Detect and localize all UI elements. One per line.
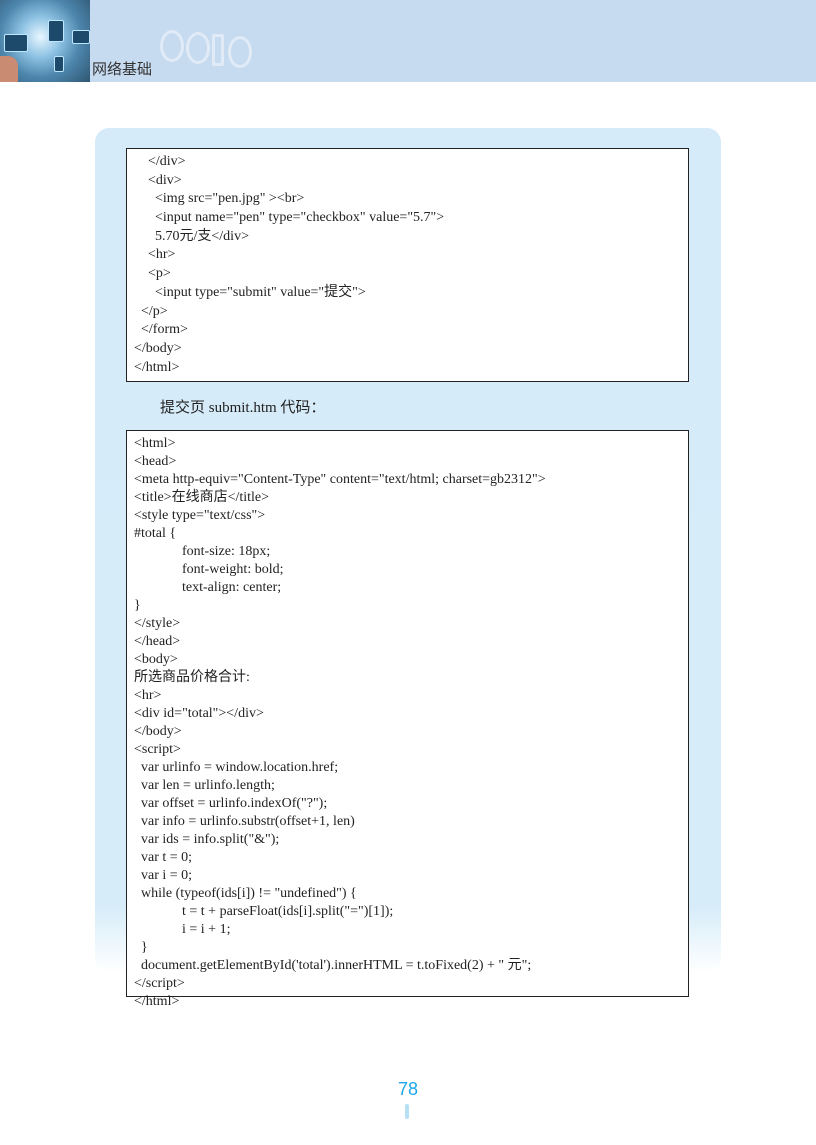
code-line: } (134, 940, 148, 955)
code-line: <head> (134, 454, 177, 469)
code-line: 所选商品价格合计: (134, 670, 250, 685)
code-line: var len = urlinfo.length; (134, 778, 275, 793)
code-line: font-size: 18px; (134, 544, 271, 559)
book-title: 网络基础 (92, 60, 153, 78)
code-line: </body> (134, 340, 182, 356)
code-line: </html> (134, 359, 180, 375)
code-line: <p> (134, 266, 171, 282)
code-line: </head> (134, 634, 181, 649)
code-line: <style type="text/css"> (134, 508, 266, 523)
code-line: i = i + 1; (134, 922, 231, 937)
code-line: var offset = urlinfo.indexOf("?"); (134, 796, 328, 811)
code-line: <div> (134, 172, 182, 188)
code-line: </style> (134, 616, 181, 631)
code-line: </html> (134, 994, 180, 1009)
page-number: 78 (397, 1079, 419, 1099)
code-line: var i = 0; (134, 868, 193, 883)
code-line: 5.70元/支</div> (134, 228, 249, 244)
caption: 提交页 submit.htm 代码： (160, 400, 326, 416)
code-line: </form> (134, 322, 188, 338)
binary-decoration (160, 30, 184, 62)
code-line: <hr> (134, 688, 162, 703)
code-line: <body> (134, 652, 178, 667)
code-line: <meta http-equiv="Content-Type" content=… (134, 472, 546, 487)
code-block-form-page: </div> <div> <img src="pen.jpg" ><br> <i… (126, 148, 689, 382)
code-line: <script> (134, 742, 181, 757)
network-devices-image (0, 0, 90, 82)
code-line: document.getElementById('total').innerHT… (134, 958, 532, 973)
code-line: #total { (134, 526, 177, 541)
code-line: <title>在线商店</title> (134, 490, 270, 505)
code-line: } (134, 598, 141, 613)
code-block-submit-page: <html> <head> <meta http-equiv="Content-Ty… (126, 430, 689, 1009)
code-line: var t = 0; (134, 850, 193, 865)
code-line: t = t + parseFloat(ids[i].split("=")[1])… (134, 904, 394, 919)
code-line: font-weight: bold; (134, 562, 284, 577)
code-line: </div> (134, 154, 186, 169)
code-line: </script> (134, 976, 185, 991)
code-line: <input type="submit" value="提交"> (134, 284, 366, 300)
code-line: <hr> (134, 247, 176, 263)
code-line: <div id="total"></div> (134, 706, 264, 721)
code-line: <html> (134, 436, 176, 451)
code-line: </body> (134, 724, 182, 739)
code-line: while (typeof(ids[i]) != "undefined") { (134, 886, 357, 901)
page-header: 网络基础 (0, 0, 816, 82)
code-line: var ids = info.split("&"); (134, 832, 280, 847)
binary-decoration (228, 36, 252, 68)
code-line: var urlinfo = window.location.href; (134, 760, 339, 775)
code-line: </p> (134, 303, 168, 319)
binary-decoration (212, 34, 224, 66)
code-line: <img src="pen.jpg" ><br> (134, 191, 305, 207)
binary-decoration (186, 32, 210, 64)
code-line: text-align: center; (134, 580, 282, 595)
page-number-bar (405, 1104, 409, 1119)
code-line: var info = urlinfo.substr(offset+1, len) (134, 814, 355, 829)
code-line: <input name="pen" type="checkbox" value=… (134, 210, 445, 226)
